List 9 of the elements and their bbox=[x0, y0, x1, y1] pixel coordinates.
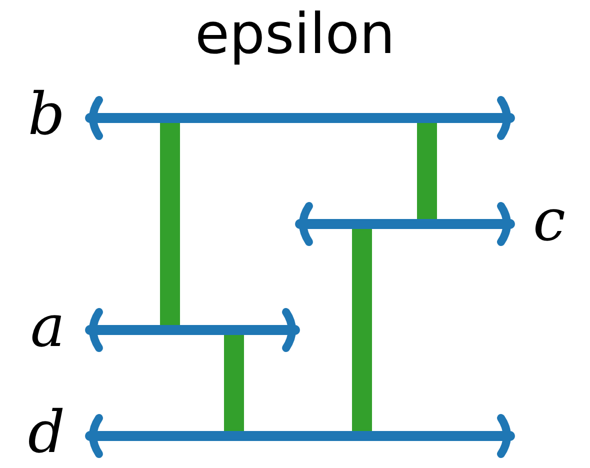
interval-label: d bbox=[28, 402, 65, 462]
connector-bar bbox=[352, 229, 372, 431]
interval-label: c bbox=[533, 190, 566, 250]
connector-bar bbox=[224, 335, 244, 431]
diagram-title: epsilon bbox=[194, 2, 396, 67]
interval-label: b bbox=[28, 84, 65, 144]
interval-label: a bbox=[30, 296, 65, 356]
connector-bar bbox=[417, 123, 437, 219]
connector-bar bbox=[160, 123, 180, 325]
